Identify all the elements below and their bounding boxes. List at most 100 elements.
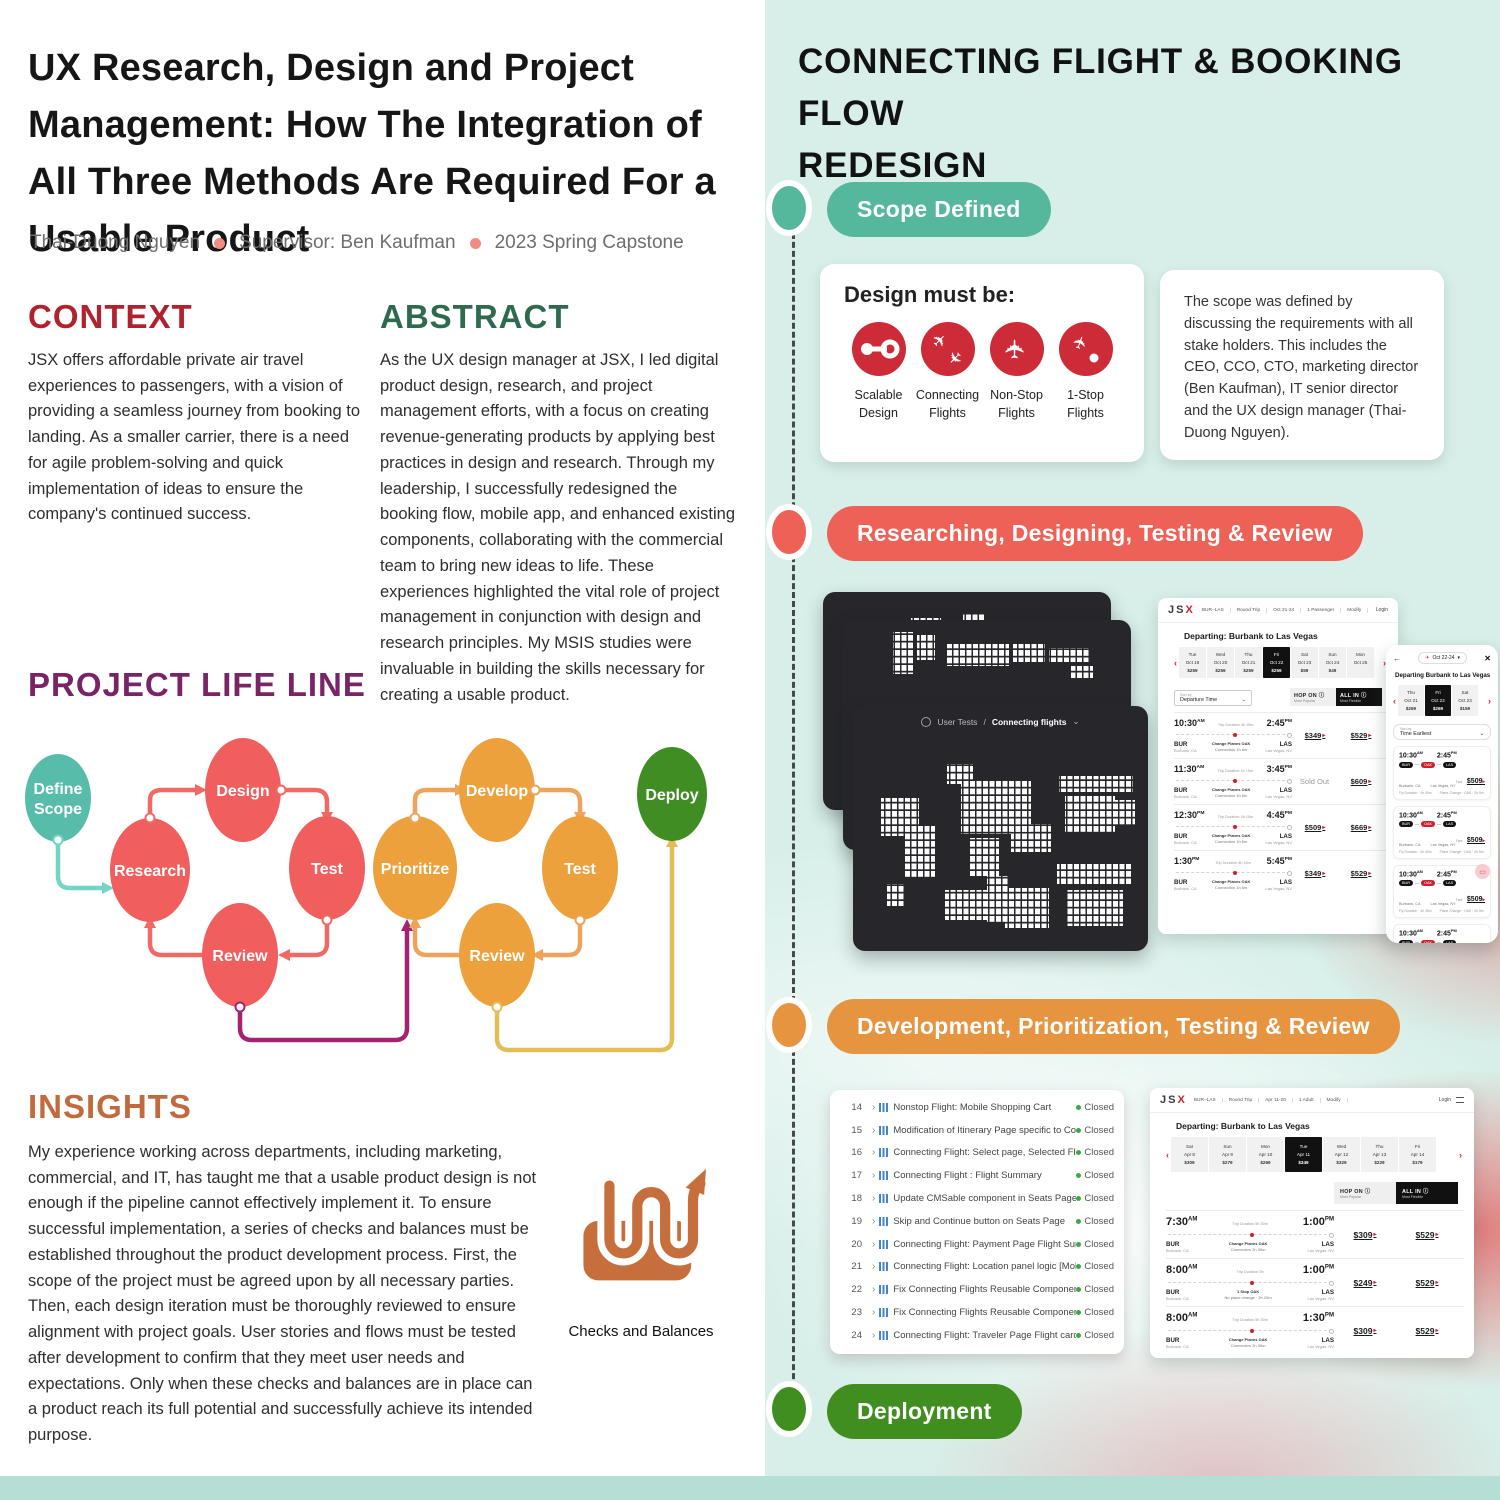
ticket-title[interactable]: Nonstop Flight: Mobile Shopping Cart <box>893 1101 1052 1113</box>
ticket-title[interactable]: Modification of Itinerary Page specific … <box>893 1124 1077 1136</box>
chevron-down-icon[interactable]: ⌄ <box>1072 716 1080 726</box>
nav-item[interactable]: Apr 11-20 <box>1265 1097 1293 1103</box>
chevron-left-icon[interactable]: ‹ <box>1393 695 1396 706</box>
nav-item[interactable]: Round Trip <box>1237 607 1268 613</box>
all-in-fare[interactable]: $529 <box>1396 1312 1458 1349</box>
ticket-row[interactable]: 18 › Update CMSable component in Seats P… <box>840 1187 1114 1210</box>
expand-chevron-icon[interactable]: › <box>872 1307 876 1319</box>
ticket-title[interactable]: Connecting Flight : Flight Summary <box>893 1170 1042 1182</box>
fare-price[interactable]: $509 <box>1467 778 1485 785</box>
hop-on-fare[interactable]: $249 <box>1334 1264 1396 1301</box>
nav-item[interactable]: Round Trip <box>1229 1097 1260 1103</box>
expand-chevron-icon[interactable]: › <box>872 1170 876 1182</box>
hop-on-fare[interactable]: $509 <box>1292 810 1338 845</box>
back-arrow-icon[interactable]: ← <box>1393 653 1401 663</box>
nav-item[interactable]: 1 Adult <box>1299 1097 1321 1103</box>
chevron-right-icon[interactable]: › <box>1459 1149 1462 1160</box>
phone-sort-dropdown[interactable]: Sort by Time Earliest⌄ <box>1393 724 1491 741</box>
hop-on-fare[interactable]: $309 <box>1334 1312 1396 1349</box>
ticket-row[interactable]: 23 › Fix Connecting Flights Reusable Com… <box>840 1301 1114 1324</box>
hop-on-fare[interactable]: $349 <box>1292 856 1338 891</box>
expand-chevron-icon[interactable]: › <box>872 1284 876 1296</box>
nav-item[interactable]: 1 Passenger <box>1307 607 1342 613</box>
nav-item[interactable]: BUR–LAS <box>1194 1097 1223 1103</box>
ticket-title[interactable]: Fix Connecting Flights Reusable Componen… <box>893 1307 1076 1319</box>
chevron-right-icon[interactable]: › <box>1383 657 1386 668</box>
ticket-row[interactable]: 14 › Nonstop Flight: Mobile Shopping Car… <box>840 1096 1114 1119</box>
expand-chevron-icon[interactable]: › <box>872 1193 876 1205</box>
jsx-logo[interactable]: JSX <box>1168 604 1195 616</box>
expand-chevron-icon[interactable]: › <box>872 1101 876 1113</box>
nav-item[interactable]: Modify <box>1327 1097 1348 1103</box>
ticket-row[interactable]: 20 › Connecting Flight: Payment Page Fli… <box>840 1233 1114 1256</box>
ticket-title[interactable]: Connecting Flight: Location panel logic … <box>893 1261 1077 1273</box>
ticket-title[interactable]: Fix Connecting Flights Reusable Componen… <box>893 1284 1076 1296</box>
chevron-left-icon[interactable]: ‹ <box>1174 657 1177 668</box>
ticket-title[interactable]: Connecting Flight: Payment Page Flight S… <box>893 1238 1076 1250</box>
ticket-row[interactable]: 22 › Fix Connecting Flights Reusable Com… <box>840 1278 1114 1301</box>
expand-chevron-icon[interactable]: › <box>872 1215 876 1227</box>
ticket-row[interactable]: 16 › Connecting Flight: Select page, Sel… <box>840 1142 1114 1165</box>
nav-item[interactable]: BUR–LAS <box>1202 607 1231 613</box>
nav-item[interactable]: Oct 21-24 <box>1273 607 1302 613</box>
date-range-pill[interactable]: ✈Oct 22-24▾ <box>1418 652 1467 664</box>
ticket-row[interactable]: 17 › Connecting Flight : Flight Summary … <box>840 1164 1114 1187</box>
expand-chevron-icon[interactable]: › <box>872 1124 876 1136</box>
all-in-fare[interactable]: $609 <box>1338 764 1384 799</box>
ticket-row[interactable]: 15 › Modification of Itinerary Page spec… <box>840 1119 1114 1142</box>
all-in-fare[interactable]: $529 <box>1396 1216 1458 1253</box>
board-breadcrumb-page[interactable]: Connecting flights <box>991 716 1067 727</box>
sort-dropdown[interactable]: Sort by Departure Time⌄ <box>1174 690 1252 707</box>
hop-on-fare[interactable]: Sold Out <box>1299 777 1330 787</box>
expand-chevron-icon[interactable]: › <box>872 1261 876 1273</box>
ticket-title[interactable]: Update CMSable component in Seats Page <box>893 1193 1077 1205</box>
ticket-row[interactable]: 19 › Skip and Continue button on Seats P… <box>840 1210 1114 1233</box>
ticket-title[interactable]: Skip and Continue button on Seats Page <box>893 1215 1065 1227</box>
expand-chevron-icon[interactable]: › <box>872 1238 876 1250</box>
all-in-fare[interactable]: $529 <box>1338 718 1384 753</box>
login-link[interactable]: Login <box>1375 607 1388 613</box>
hop-on-fare[interactable]: $349 <box>1292 718 1338 753</box>
login-link[interactable]: Login <box>1438 1097 1451 1103</box>
chevron-right-icon[interactable]: › <box>1488 695 1491 706</box>
chat-bubble-icon[interactable]: ▭ <box>1475 864 1490 879</box>
fare-price[interactable]: $509 <box>1467 837 1485 844</box>
ticket-title[interactable]: Connecting Flight: Traveler Page Flight … <box>893 1329 1077 1341</box>
chevron-left-icon[interactable]: ‹ <box>1166 1149 1169 1160</box>
ticket-title[interactable]: Connecting Flight: Select page, Selected… <box>893 1147 1076 1159</box>
hop-on-fare[interactable]: $309 <box>1334 1216 1396 1253</box>
close-icon[interactable]: ✕ <box>1484 653 1491 663</box>
menu-icon[interactable] <box>1456 1097 1464 1103</box>
ticket-row[interactable]: 21 › Connecting Flight: Location panel l… <box>840 1256 1114 1279</box>
jsx-logo[interactable]: JSX <box>1160 1094 1187 1106</box>
board-breadcrumb-user[interactable]: User Tests <box>937 716 978 727</box>
all-in-fare[interactable]: $529 <box>1396 1264 1458 1301</box>
fare-price[interactable]: $509 <box>1467 896 1485 903</box>
expand-chevron-icon[interactable]: › <box>872 1147 876 1159</box>
all-in-fare[interactable]: $669 <box>1338 810 1384 845</box>
all-in-fare[interactable]: $529 <box>1338 856 1384 891</box>
expand-chevron-icon[interactable]: › <box>872 1329 876 1341</box>
nav-item[interactable]: Modify <box>1347 607 1369 613</box>
